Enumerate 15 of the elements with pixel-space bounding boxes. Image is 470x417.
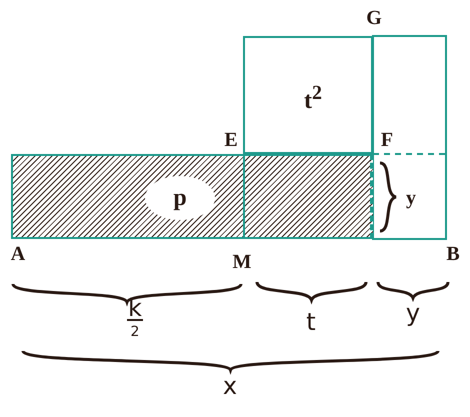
length-label: y xyxy=(406,301,420,325)
point-label: F xyxy=(380,130,394,150)
point-label: E xyxy=(224,130,238,150)
point-label: M xyxy=(232,252,252,272)
point-label: A xyxy=(10,244,26,264)
point-label: G xyxy=(366,8,382,28)
length-label: y xyxy=(406,188,416,208)
area-label: t$^{2}$ xyxy=(304,83,322,113)
square xyxy=(243,36,373,154)
fraction-denominator: 2 xyxy=(130,325,140,339)
point-label: B xyxy=(446,244,460,264)
area-label: p xyxy=(173,186,187,210)
hatched-rectangle xyxy=(11,154,373,239)
length-label: t xyxy=(306,310,316,334)
length-label: x xyxy=(222,374,238,398)
